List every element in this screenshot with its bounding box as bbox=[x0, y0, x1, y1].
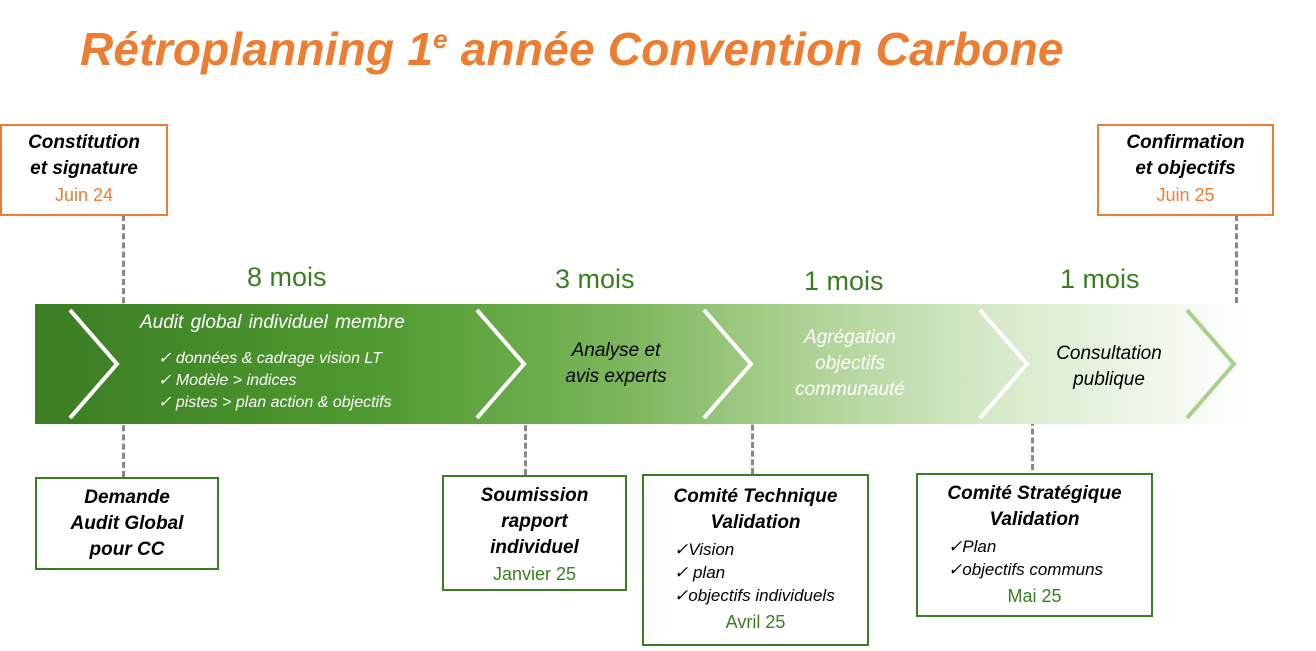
title-main: Rétroplanning 1 bbox=[80, 23, 434, 75]
milestone-confirmation: Confirmation et objectifs Juin 25 bbox=[1097, 124, 1274, 216]
title-rest: année Convention Carbone bbox=[447, 23, 1064, 75]
stage-analyse-line: avis experts bbox=[565, 366, 667, 387]
stage-agregation-line: Agrégation bbox=[804, 327, 896, 348]
stage-analyse: Analyse et avis experts bbox=[543, 338, 689, 390]
chevron-4 bbox=[978, 308, 1030, 420]
stage-audit-item: ✓ Modèle > indices bbox=[158, 372, 297, 389]
milestone-comite-technique: Comité Technique Validation ✓Vision ✓ pl… bbox=[642, 474, 869, 646]
milestone-line: Demande bbox=[84, 487, 170, 508]
chevron-3 bbox=[702, 308, 754, 420]
connector-line-confirmation bbox=[1235, 215, 1238, 367]
milestone-date: Mai 25 bbox=[1007, 586, 1062, 606]
stage-consultation-line: publique bbox=[1073, 369, 1145, 390]
milestone-line: et objectifs bbox=[1135, 158, 1236, 179]
stage-consultation-line: Consultation bbox=[1056, 343, 1162, 364]
milestone-line: Soumission bbox=[480, 485, 589, 506]
duration-label-1: 8 mois bbox=[247, 262, 327, 292]
checklist-item: ✓ plan bbox=[674, 563, 726, 582]
stage-audit-item: ✓ données & cadrage vision LT bbox=[158, 350, 382, 367]
checklist-item: ✓Vision bbox=[674, 540, 735, 559]
timeline-chevrons bbox=[68, 308, 1237, 420]
stage-agregation-line: objectifs bbox=[815, 353, 885, 374]
checklist-item: ✓objectifs individuels bbox=[674, 586, 835, 605]
milestone-checklist: ✓Plan ✓objectifs communs bbox=[948, 535, 1151, 581]
milestone-line: Audit Global bbox=[70, 513, 184, 534]
duration-label-2: 3 mois bbox=[555, 264, 635, 294]
milestone-soumission: Soumission rapport individuel Janvier 25 bbox=[442, 475, 627, 591]
milestone-constitution: Constitution et signature Juin 24 bbox=[0, 124, 168, 216]
milestone-line: Validation bbox=[989, 509, 1080, 530]
stage-audit-item: ✓ pistes > plan action & objectifs bbox=[158, 394, 392, 411]
milestone-line: individuel bbox=[490, 537, 579, 558]
milestone-line: Comité Technique bbox=[673, 486, 838, 507]
milestone-line: Confirmation bbox=[1126, 132, 1245, 153]
milestone-line: pour CC bbox=[89, 539, 165, 560]
chevron-5 bbox=[1185, 308, 1237, 420]
stage-audit-list: ✓ données & cadrage vision LT ✓ Modèle >… bbox=[158, 348, 392, 414]
stage-agregation-line: communauté bbox=[795, 379, 905, 400]
milestone-date: Juin 24 bbox=[54, 185, 114, 205]
milestone-line: Constitution bbox=[28, 132, 140, 153]
milestone-comite-strategique: Comité Stratégique Validation ✓Plan ✓obj… bbox=[916, 473, 1153, 617]
milestone-checklist: ✓Vision ✓ plan ✓objectifs individuels bbox=[674, 538, 867, 607]
milestone-date: Janvier 25 bbox=[492, 564, 577, 584]
milestone-line: Validation bbox=[710, 512, 801, 533]
checklist-item: ✓objectifs communs bbox=[948, 560, 1104, 579]
stage-consultation: Consultation publique bbox=[1030, 341, 1188, 393]
duration-label-3: 1 mois bbox=[804, 266, 884, 296]
page-title: Rétroplanning 1e année Convention Carbon… bbox=[80, 22, 1064, 76]
milestone-line: Comité Stratégique bbox=[947, 483, 1122, 504]
stage-agregation: Agrégation objectifs communauté bbox=[770, 325, 930, 403]
chevron-1 bbox=[68, 308, 120, 420]
milestone-date: Juin 25 bbox=[1156, 185, 1215, 205]
checklist-item: ✓Plan bbox=[948, 537, 997, 556]
duration-label-4: 1 mois bbox=[1060, 264, 1140, 294]
stage-audit-title: Audit global individuel membre bbox=[140, 312, 405, 333]
milestone-line: rapport bbox=[501, 511, 568, 532]
chevron-2 bbox=[475, 308, 527, 420]
timeline-bar bbox=[35, 304, 1250, 424]
milestone-date: Avril 25 bbox=[725, 612, 786, 632]
stage-analyse-line: Analyse et bbox=[571, 340, 661, 361]
title-superscript: e bbox=[433, 24, 448, 54]
milestone-demande-audit: Demande Audit Global pour CC bbox=[35, 477, 219, 570]
milestone-line: et signature bbox=[30, 158, 138, 179]
